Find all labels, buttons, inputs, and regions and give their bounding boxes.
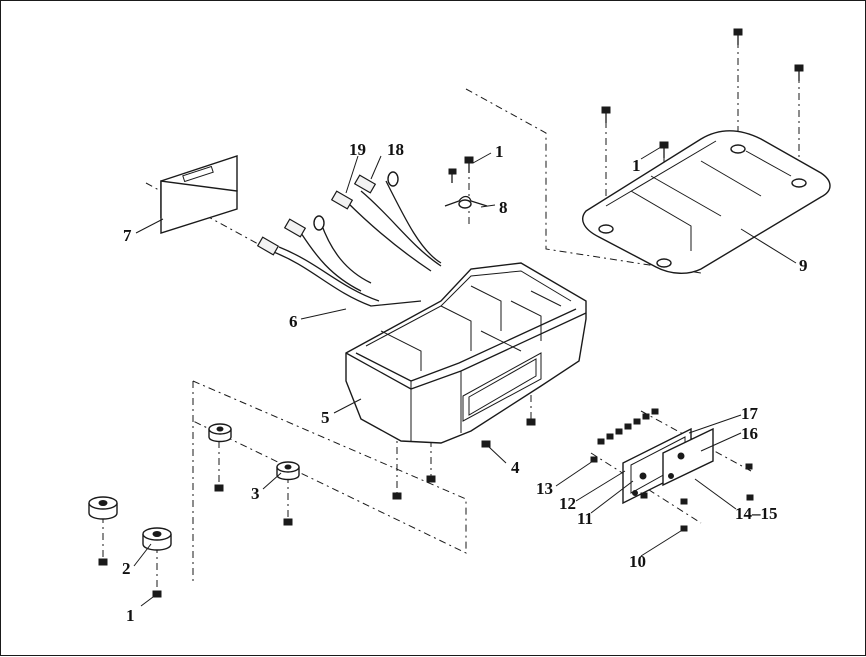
cover-plate [582, 130, 831, 274]
callout-17: 17 [741, 404, 759, 423]
ring-terminal-a [313, 215, 325, 231]
rubber-foot-c [88, 496, 118, 520]
battery-box [345, 262, 587, 444]
callout-8: 8 [499, 198, 508, 217]
rubber-foot-b [276, 461, 300, 481]
callout-labels: 1 1 1 2 3 4 5 6 7 8 9 10 11 12 13 14–15 … [122, 140, 808, 625]
leader-lines [133, 146, 797, 607]
callout-5: 5 [321, 408, 330, 427]
callout-13: 13 [536, 479, 553, 498]
terminal-cover [662, 427, 714, 487]
callout-1-clip-bolt: 1 [495, 142, 504, 161]
rubber-foot-d [142, 527, 172, 551]
cable-clip [444, 195, 488, 209]
callout-10: 10 [629, 552, 646, 571]
connector-plug-c [330, 190, 354, 210]
connector-plug-b [283, 218, 307, 238]
rubber-feet [88, 423, 300, 551]
ring-terminal-b [387, 171, 399, 187]
mounting-bracket [160, 155, 238, 234]
terminal-panel-assembly [622, 427, 714, 505]
connector-plug-a [256, 236, 280, 256]
callout-2: 2 [122, 559, 131, 578]
callout-6: 6 [289, 312, 298, 331]
guide-line-panel-a [590, 452, 702, 524]
fasteners [98, 28, 804, 598]
rubber-foot-a [208, 423, 232, 443]
callout-19: 19 [349, 140, 366, 159]
guide-line-bottom [192, 380, 467, 554]
callout-14-15: 14–15 [735, 504, 778, 523]
wiring-harness [256, 171, 442, 307]
callout-3: 3 [251, 484, 260, 503]
callout-9: 9 [799, 256, 808, 275]
callout-12: 12 [559, 494, 576, 513]
callout-11: 11 [577, 509, 593, 528]
callout-16: 16 [741, 424, 758, 443]
callout-1-foot-screw: 1 [126, 606, 135, 625]
callout-1-cover-bolt: 1 [632, 156, 641, 175]
connector-plug-d [353, 174, 377, 194]
callout-18: 18 [387, 140, 404, 159]
guide-line-top [465, 88, 702, 274]
callout-4: 4 [511, 458, 520, 477]
callout-7: 7 [123, 226, 132, 245]
